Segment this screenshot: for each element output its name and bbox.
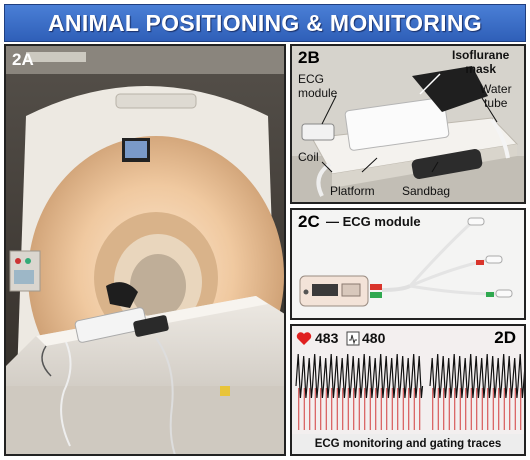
panel-2a-mri-scanner: 2A	[4, 44, 286, 456]
panel-label-2b: 2B	[298, 48, 320, 67]
panel-label-2c: 2C	[298, 212, 320, 231]
annotation-coil: Coil	[298, 150, 319, 164]
panel-2c-ecg-module: 2C — ECG module	[290, 208, 526, 320]
ecg-module-title: — ECG module	[326, 214, 421, 229]
gating-rate-readout: 480	[346, 330, 385, 346]
annotation-platform: Platform	[330, 184, 375, 198]
ecg-module-photo	[292, 210, 524, 318]
annotation-sandbag: Sandbag	[402, 184, 451, 198]
mri-scanner-photo	[6, 46, 284, 454]
annotation-water-tube: Water tube	[480, 82, 512, 110]
heart-rate-readout: 483	[296, 330, 338, 346]
gating-rate-value: 480	[362, 330, 386, 346]
annotation-isoflurane-mask: Isoflurane mask	[452, 48, 510, 76]
panel-label-2d: 2D	[494, 328, 516, 347]
ecg-traces-plot	[292, 326, 524, 454]
panel-2d-ecg-traces: 2D 483 480 ECG monitoring and gating tra…	[290, 324, 526, 456]
ecg-traces-caption: ECG monitoring and gating traces	[314, 438, 502, 450]
annotation-ecg-module: ECG module	[298, 72, 338, 100]
panel-2b-coil-setup: 2B ECG module Isoflurane mask Water tube…	[290, 44, 526, 204]
page-title: ANIMAL POSITIONING & MONITORING	[48, 9, 482, 36]
heart-icon	[296, 331, 312, 345]
ecg-trace	[295, 353, 524, 399]
panel-label-2a: 2A	[12, 50, 34, 69]
gate-icon	[346, 331, 360, 345]
gating-trace	[298, 388, 522, 430]
coil-setup-photo	[292, 46, 524, 202]
title-banner: ANIMAL POSITIONING & MONITORING	[4, 4, 526, 42]
heart-rate-value: 483	[315, 330, 339, 346]
